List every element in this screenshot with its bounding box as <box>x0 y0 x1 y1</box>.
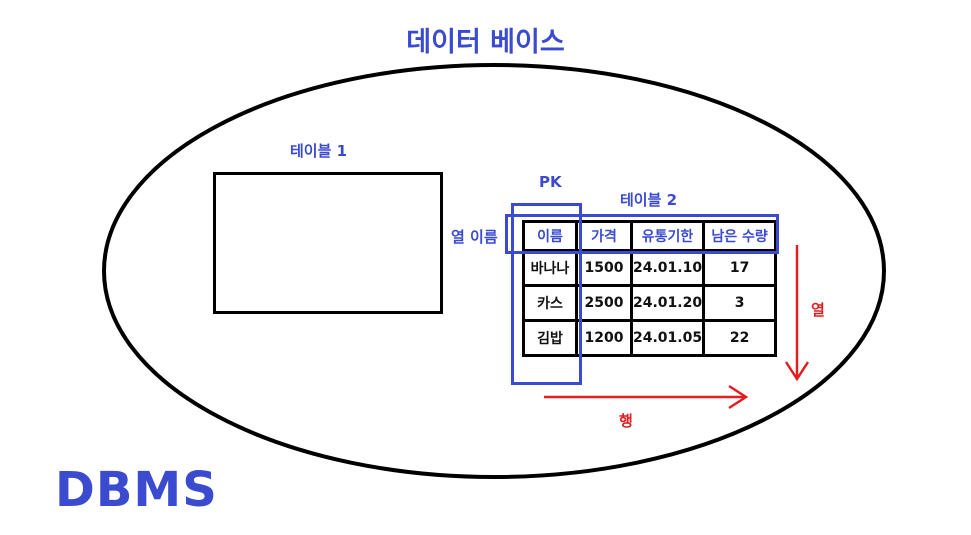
row-arrow <box>544 384 749 410</box>
table1-box <box>213 172 443 314</box>
header-cell-expiry: 유통기한 <box>629 220 706 252</box>
table-row: 카스 2500 24.01.20 3 <box>522 284 778 322</box>
table-cell: 카스 <box>522 284 578 322</box>
column-arrow <box>784 245 810 382</box>
table-cell: 24.01.10 <box>629 249 706 287</box>
header-cell-quantity: 남은 수량 <box>702 220 778 252</box>
pk-column-highlight <box>511 203 582 385</box>
table-row: 김밥 1200 24.01.05 22 <box>522 319 778 357</box>
table2-grid: 이름 가격 유통기한 남은 수량 바나나 1500 24.01.10 17 카스… <box>522 220 778 357</box>
column-name-label: 열 이름 <box>451 228 498 246</box>
table1-label: 테이블 1 <box>290 142 348 160</box>
table-row: 바나나 1500 24.01.10 17 <box>522 249 778 287</box>
row-label: 행 <box>619 412 633 430</box>
pk-label: PK <box>539 173 562 191</box>
column-names-highlight <box>505 214 779 254</box>
table-cell: 24.01.20 <box>629 284 706 322</box>
table-cell: 24.01.05 <box>629 319 706 357</box>
table-cell: 22 <box>702 319 778 357</box>
header-cell-price: 가격 <box>575 220 633 252</box>
table-cell: 1500 <box>575 249 633 287</box>
table-cell: 1200 <box>575 319 633 357</box>
table-cell: 김밥 <box>522 319 578 357</box>
column-label: 열 <box>811 301 825 319</box>
header-cell-name: 이름 <box>522 220 578 252</box>
table2-header-row: 이름 가격 유통기한 남은 수량 <box>522 220 778 252</box>
table2-label: 테이블 2 <box>620 191 678 209</box>
database-title: 데이터 베이스 <box>406 27 565 58</box>
table-cell: 2500 <box>575 284 633 322</box>
table-cell: 3 <box>702 284 778 322</box>
dbms-label: DBMS <box>55 462 218 518</box>
